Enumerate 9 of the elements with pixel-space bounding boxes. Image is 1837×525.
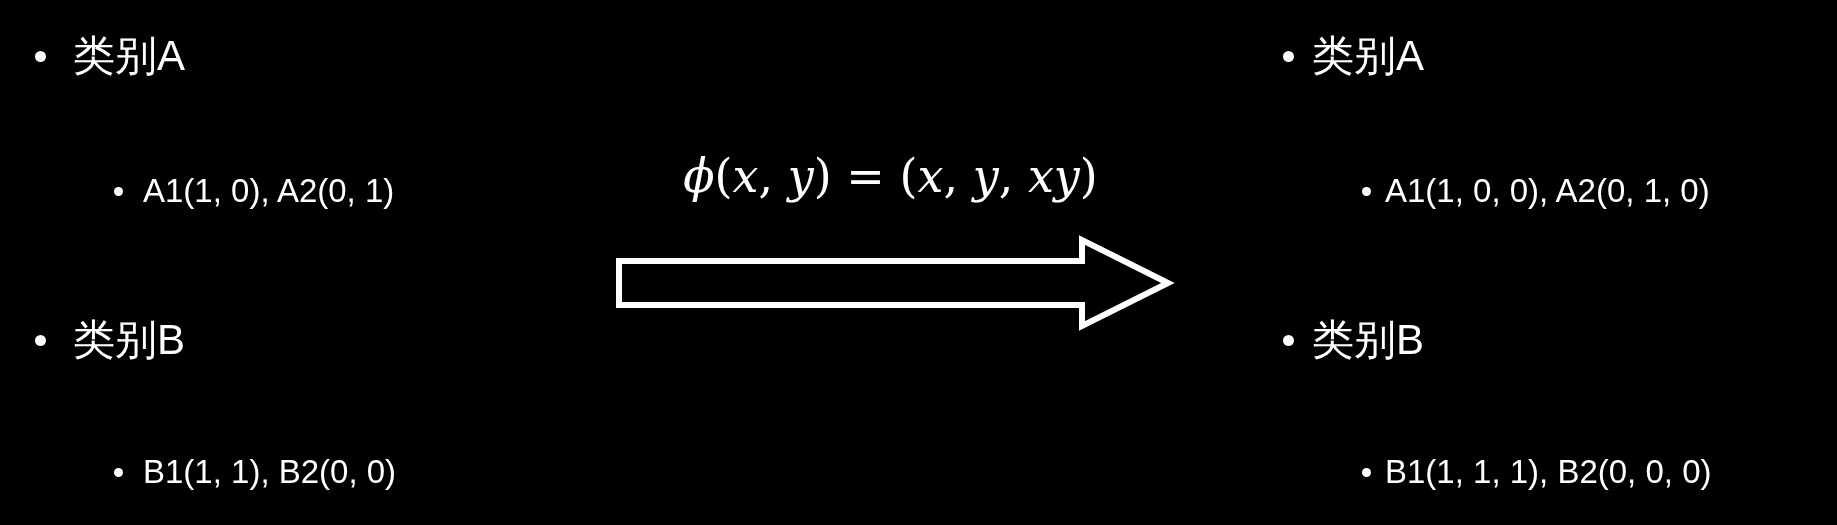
category-heading: 类别B [73, 315, 185, 365]
category-heading: 类别A [73, 31, 185, 81]
coordinate-text: B1(1, 1), B2(0, 0) [143, 452, 397, 492]
coordinate-text: A1(1, 0, 0), A2(0, 1, 0) [1385, 171, 1710, 211]
coordinate-text: A1(1, 0), A2(0, 1) [143, 171, 395, 211]
category-heading: 类别A [1312, 31, 1424, 81]
category-heading: 类别B [1312, 315, 1424, 365]
coordinate-text: B1(1, 1, 1), B2(0, 0, 0) [1385, 452, 1712, 492]
block-arrow [616, 235, 1175, 331]
